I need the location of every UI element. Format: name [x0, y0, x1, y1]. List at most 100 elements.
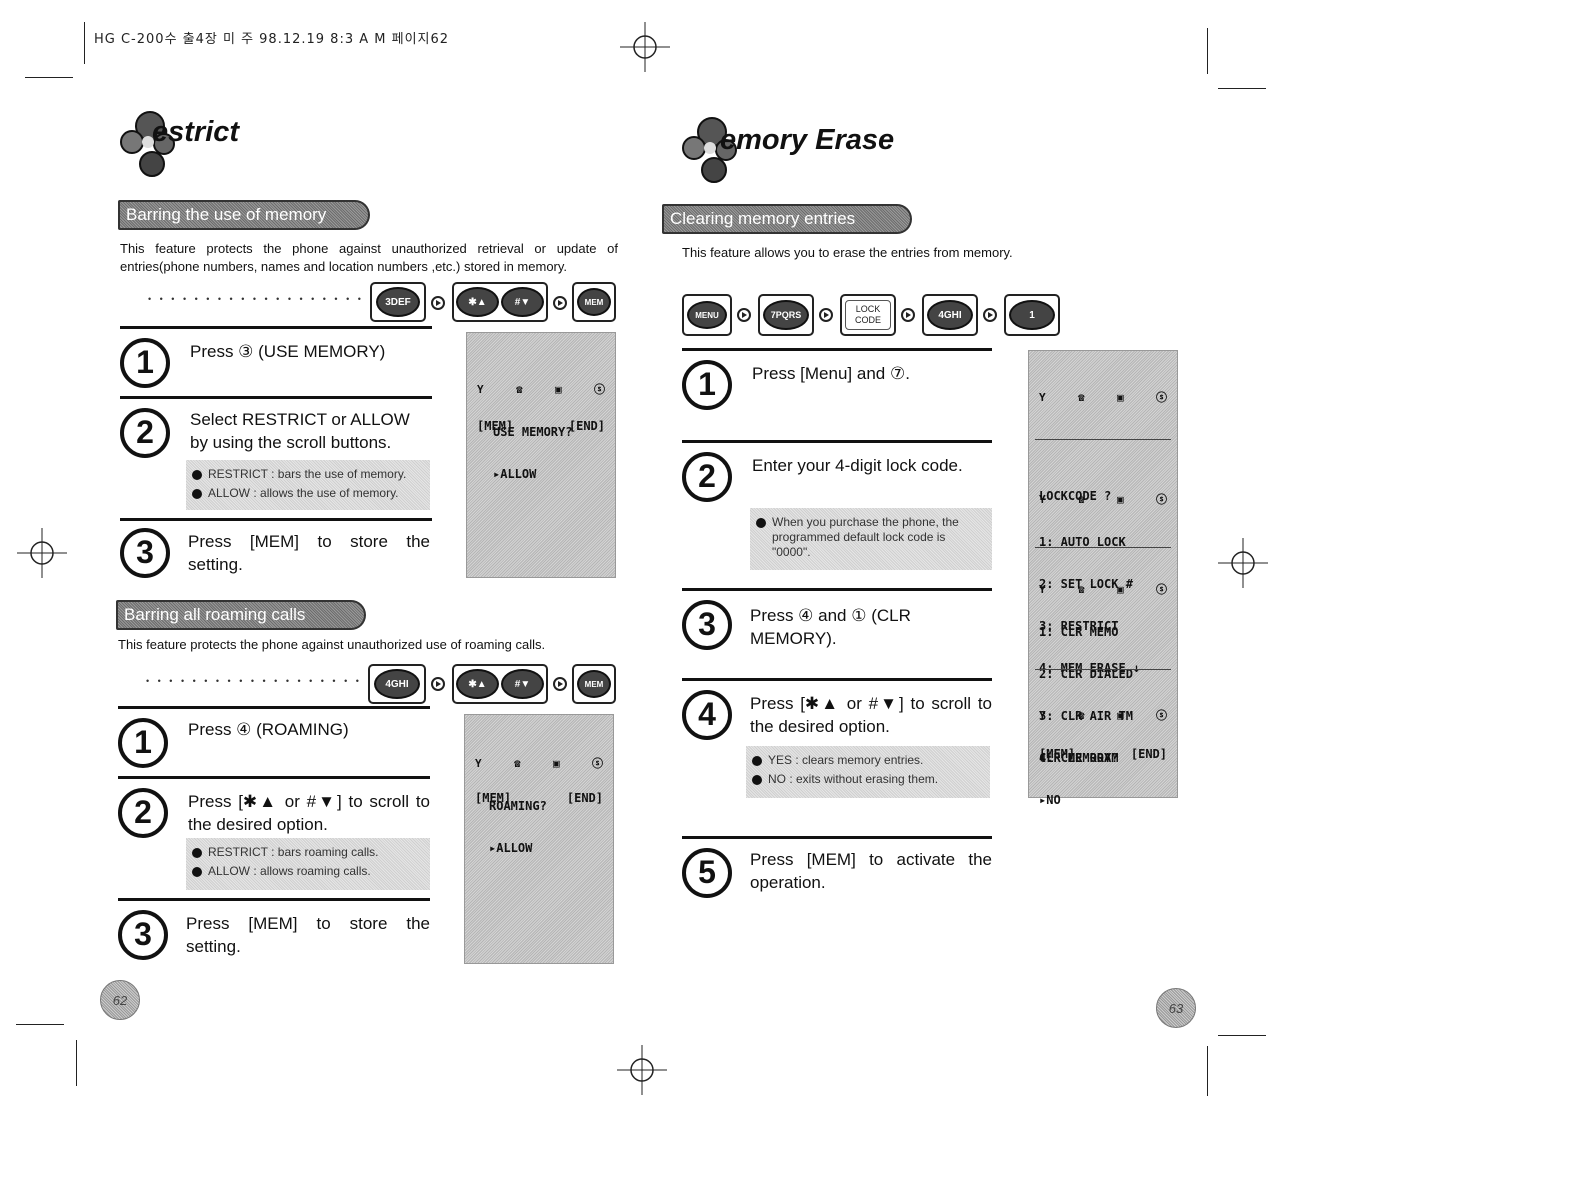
step-text: Press [MEM] to store the setting.	[186, 914, 430, 956]
step-divider	[118, 706, 430, 709]
arrow-icon	[901, 308, 915, 322]
bullet-icon	[192, 867, 202, 877]
status-icons: Y☎▣ⓢ	[1039, 391, 1167, 404]
page-title: estrict	[152, 116, 240, 148]
crop-mark	[16, 1024, 64, 1025]
bullet-icon	[752, 756, 762, 766]
print-header: HG C-200수 출4장 미 주 98.12.19 8:3 A M 페이지62	[94, 32, 450, 47]
crop-mark	[1207, 28, 1208, 74]
screen-line: LOCKCODE ?	[1039, 489, 1112, 503]
step-number: 1	[118, 718, 168, 768]
step-text: Press [Menu] and ⑦.	[752, 364, 910, 383]
screen-line: 4: CLR ROAM	[1039, 751, 1119, 765]
step-divider	[682, 588, 992, 591]
screen-line: 3: RESTRICT	[1039, 619, 1119, 633]
step-text: Enter your 4-digit lock code.	[752, 456, 963, 475]
section-banner: Barring the use of memory	[118, 200, 370, 230]
step-divider	[120, 518, 432, 521]
softkey-left: [MEM]	[475, 791, 512, 805]
key-scroll: ✱▲ #▼	[452, 664, 548, 704]
step-number: 1	[682, 360, 732, 410]
step-text: Press [✱▲ or #▼] to scroll to the desire…	[188, 792, 430, 834]
step-divider	[118, 776, 430, 779]
step-text: Press ④ (ROAMING)	[188, 720, 349, 739]
phone-screen: Y☎▣ⓢ ROAMING? ▸ALLOW [MEM] [END]	[464, 714, 614, 964]
step-number: 4	[682, 690, 732, 740]
screen-line: USE MEMORY?	[493, 425, 573, 439]
section-banner: Barring all roaming calls	[116, 600, 366, 630]
step-number: 1	[120, 338, 170, 388]
screen-divider	[1035, 439, 1171, 440]
note-box: RESTRICT : bars roaming calls. ALLOW : a…	[186, 838, 430, 890]
step-number: 2	[682, 452, 732, 502]
section-description: This feature protects the phone against …	[120, 241, 618, 274]
note-box: RESTRICT : bars the use of memory. ALLOW…	[186, 460, 430, 510]
step-text: Press [✱▲ or #▼] to scroll to the desire…	[750, 694, 992, 736]
title-memory-erase: emory Erase	[680, 112, 940, 192]
arrow-icon	[431, 296, 445, 310]
screen-line: ▸ALLOW	[493, 467, 537, 481]
arrow-icon	[553, 677, 567, 691]
registration-mark	[1218, 538, 1268, 588]
step-number: 3	[120, 528, 170, 578]
bullet-icon	[192, 489, 202, 499]
key-scroll: ✱▲ #▼	[452, 282, 548, 322]
screen-divider	[1035, 669, 1171, 670]
screen-line: 3: CLR AIR TM	[1039, 709, 1133, 723]
screen-divider	[1035, 547, 1171, 548]
screen-line: 4: MEM ERASE ↓	[1039, 661, 1141, 675]
dotted-leader: • • • • • • • • • • • • • • • • • • •	[146, 676, 362, 686]
step-text: Press [MEM] to store the setting.	[188, 532, 430, 574]
status-icons: Y☎▣ⓢ	[475, 757, 603, 770]
key-7: 7PQRS	[758, 294, 814, 336]
key-1: 1	[1004, 294, 1060, 336]
step-text: Press [MEM] to activate the operation.	[750, 850, 992, 892]
key-3: 3DEF	[370, 282, 426, 322]
crop-mark	[76, 1040, 77, 1086]
step-divider	[682, 440, 992, 443]
note-box: YES : clears memory entries. NO : exits …	[746, 746, 990, 798]
softkey-left: [MEM]	[477, 419, 514, 433]
bullet-icon	[752, 775, 762, 785]
screen-line: 1: AUTO LOCK	[1039, 535, 1126, 549]
key-mem: MEM	[572, 282, 616, 322]
screen-line: 1: CLR MEMO	[1039, 625, 1119, 639]
clover-logo-icon	[682, 117, 737, 183]
status-icons: Y☎▣ⓢ	[477, 383, 605, 396]
title-restrict: estrict	[118, 106, 338, 186]
step-divider	[682, 836, 992, 839]
arrow-icon	[737, 308, 751, 322]
arrow-icon	[431, 677, 445, 691]
arrow-icon	[819, 308, 833, 322]
softkey-right: [END]	[1130, 747, 1167, 761]
softkey-right: [END]	[566, 791, 603, 805]
crop-mark	[25, 77, 73, 78]
dotted-leader: • • • • • • • • • • • • • • • • • • •	[148, 294, 364, 304]
phone-screen: Y☎▣ⓢ USE MEMORY? ▸ALLOW [MEM] [END]	[466, 332, 616, 578]
step-number: 2	[120, 408, 170, 458]
arrow-icon	[983, 308, 997, 322]
crop-mark	[1207, 1046, 1208, 1096]
screen-line: ▸NO	[1039, 793, 1061, 807]
screen-line: ROAMING?	[489, 799, 547, 813]
page-number: 62	[100, 980, 140, 1020]
screen-line: 2: CLR DIALED	[1039, 667, 1133, 681]
note-box: When you purchase the phone, the program…	[750, 508, 992, 570]
step-text: Press ④ and ① (CLR MEMORY).	[750, 606, 911, 648]
bullet-icon	[192, 470, 202, 480]
key-4: 4GHI	[922, 294, 978, 336]
key-lock-code: LOCK CODE	[840, 294, 896, 336]
step-divider	[682, 678, 992, 681]
section-description: This feature allows you to erase the ent…	[682, 245, 1013, 260]
key-4: 4GHI	[368, 664, 426, 704]
screen-line: ▸ALLOW	[489, 841, 533, 855]
softkey-left: [MEM]	[1039, 747, 1076, 761]
section-description: This feature protects the phone against …	[118, 637, 546, 652]
bullet-icon	[192, 848, 202, 858]
registration-mark	[620, 22, 670, 72]
key-mem: MEM	[572, 664, 616, 704]
step-divider	[118, 898, 430, 901]
crop-mark	[84, 22, 85, 64]
screen-line: CLR MEMORY?	[1039, 751, 1119, 765]
step-number: 3	[118, 910, 168, 960]
